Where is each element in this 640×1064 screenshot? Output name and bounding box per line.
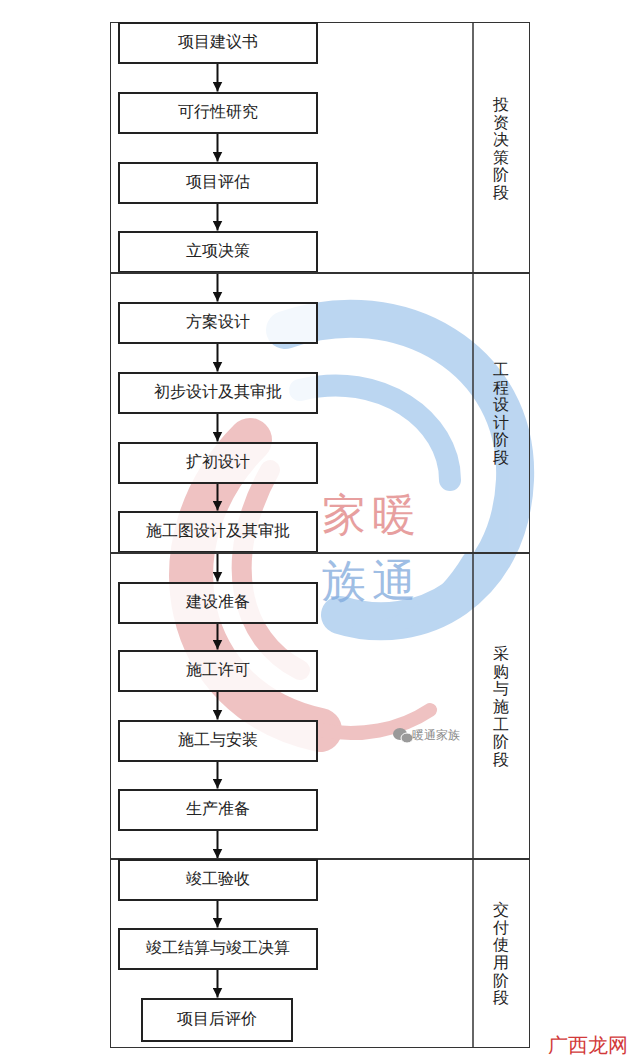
phase-band: 采购与施工阶段 建设准备施工许可施工与安装生产准备: [110, 552, 530, 860]
phase-band: 工程设计阶段 方案设计初步设计及其审批扩初设计施工图设计及其审批: [110, 272, 530, 554]
flow-arrow: [217, 204, 219, 231]
process-box: 施工图设计及其审批: [118, 511, 318, 553]
flow-arrow: [217, 831, 219, 859]
process-box: 立项决策: [118, 231, 318, 273]
phase-label: 投资决策阶段: [493, 96, 509, 202]
box-text: 扩初设计: [186, 452, 250, 473]
box-text: 生产准备: [186, 799, 250, 820]
box-text: 项目评估: [186, 172, 250, 193]
phase-band: 交付使用阶段 竣工验收竣工结算与竣工决算项目后评价: [110, 858, 530, 1048]
process-box: 方案设计: [118, 302, 318, 344]
flow-arrow: [217, 273, 219, 302]
box-text: 竣工验收: [186, 869, 250, 890]
process-box: 生产准备: [118, 789, 318, 831]
process-box: 初步设计及其审批: [118, 372, 318, 414]
process-box: 竣工验收: [118, 859, 318, 901]
process-box: 扩初设计: [118, 442, 318, 484]
flow-arrow: [217, 484, 219, 511]
watermark-text: 家暖: [322, 486, 422, 545]
wechat-icon: [393, 728, 413, 743]
process-box: 建设准备: [118, 582, 318, 624]
process-box: 项目后评价: [141, 998, 293, 1042]
process-box: 施工许可: [118, 650, 318, 692]
process-box: 可行性研究: [118, 92, 318, 134]
watermark-caption: 广西龙网: [548, 1032, 628, 1059]
watermark-caption: 暖通家族: [412, 727, 460, 744]
process-box: 竣工结算与竣工决算: [118, 928, 318, 970]
box-text: 施工许可: [186, 660, 250, 681]
box-text: 项目后评价: [177, 1009, 257, 1030]
box-text: 建设准备: [186, 592, 250, 613]
phase-label: 交付使用阶段: [493, 901, 509, 1007]
phase-label: 采购与施工阶段: [493, 645, 509, 768]
flow-arrow: [217, 624, 219, 650]
box-text: 方案设计: [186, 312, 250, 333]
box-text: 项目建议书: [178, 32, 258, 53]
process-box: 项目建议书: [118, 22, 318, 64]
process-box: 施工与安装: [118, 720, 318, 762]
watermark-text: 族通: [322, 552, 422, 611]
box-text: 施工与安装: [178, 730, 258, 751]
flow-arrow: [217, 901, 219, 928]
flow-arrow: [217, 344, 219, 372]
phase-band: 投资决策阶段 项目建议书可行性研究项目评估立项决策: [110, 22, 530, 274]
flow-arrow: [217, 414, 219, 442]
flow-arrow: [217, 970, 219, 998]
flow-arrow: [217, 692, 219, 720]
box-text: 施工图设计及其审批: [146, 521, 290, 542]
box-text: 可行性研究: [178, 102, 258, 123]
flow-arrow: [217, 762, 219, 789]
flow-arrow: [217, 64, 219, 92]
process-box: 项目评估: [118, 162, 318, 204]
box-text: 初步设计及其审批: [154, 382, 282, 403]
box-text: 竣工结算与竣工决算: [146, 938, 290, 959]
phase-label: 工程设计阶段: [493, 361, 509, 467]
column-divider: [472, 22, 474, 1048]
box-text: 立项决策: [186, 241, 250, 262]
flow-arrow: [217, 553, 219, 582]
flow-arrow: [217, 134, 219, 162]
